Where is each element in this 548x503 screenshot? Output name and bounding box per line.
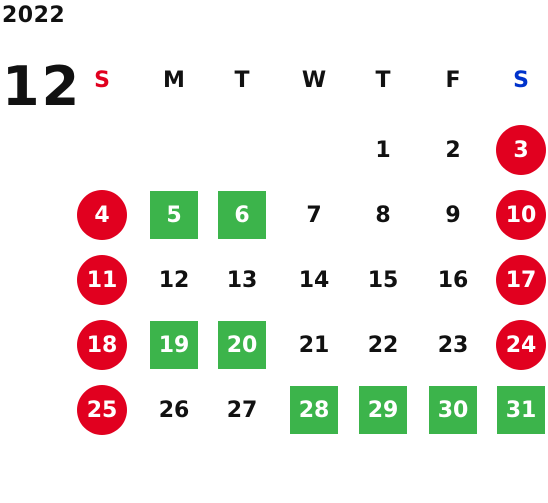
day-cell[interactable]: 12 (158, 267, 190, 293)
day-cell[interactable]: 8 (375, 202, 391, 228)
day-cell-holiday[interactable]: 25 (77, 385, 127, 435)
weekday-header: M (163, 68, 185, 93)
weekday-header: S (94, 68, 110, 93)
day-cell[interactable]: 15 (367, 267, 399, 293)
day-cell-holiday[interactable]: 4 (77, 190, 127, 240)
month-label: 12 (2, 55, 82, 118)
weekday-header: T (375, 68, 391, 93)
day-cell-event[interactable]: 19 (150, 321, 198, 369)
day-cell-holiday[interactable]: 18 (77, 320, 127, 370)
day-cell-event[interactable]: 20 (218, 321, 266, 369)
day-cell-holiday[interactable]: 24 (496, 320, 546, 370)
day-cell-holiday[interactable]: 10 (496, 190, 546, 240)
year-label: 2022 (2, 3, 66, 28)
day-cell[interactable]: 7 (306, 202, 322, 228)
day-cell[interactable]: 16 (437, 267, 469, 293)
weekday-header: W (301, 68, 327, 93)
day-cell-holiday[interactable]: 17 (496, 255, 546, 305)
day-cell-holiday[interactable]: 3 (496, 125, 546, 175)
day-cell-event[interactable]: 6 (218, 191, 266, 239)
weekday-header: F (445, 68, 461, 93)
day-cell[interactable]: 1 (375, 137, 391, 163)
day-cell[interactable]: 9 (445, 202, 461, 228)
weekday-header: S (513, 68, 529, 93)
weekday-header: T (234, 68, 250, 93)
day-cell[interactable]: 14 (298, 267, 330, 293)
day-cell-event[interactable]: 31 (497, 386, 545, 434)
day-cell[interactable]: 21 (298, 332, 330, 358)
day-cell-holiday[interactable]: 11 (77, 255, 127, 305)
day-cell-event[interactable]: 29 (359, 386, 407, 434)
day-cell[interactable]: 27 (226, 397, 258, 423)
day-cell[interactable]: 26 (158, 397, 190, 423)
day-cell[interactable]: 13 (226, 267, 258, 293)
day-cell[interactable]: 22 (367, 332, 399, 358)
day-cell-event[interactable]: 30 (429, 386, 477, 434)
day-cell[interactable]: 2 (445, 137, 461, 163)
day-cell-event[interactable]: 5 (150, 191, 198, 239)
day-cell[interactable]: 23 (437, 332, 469, 358)
day-cell-event[interactable]: 28 (290, 386, 338, 434)
